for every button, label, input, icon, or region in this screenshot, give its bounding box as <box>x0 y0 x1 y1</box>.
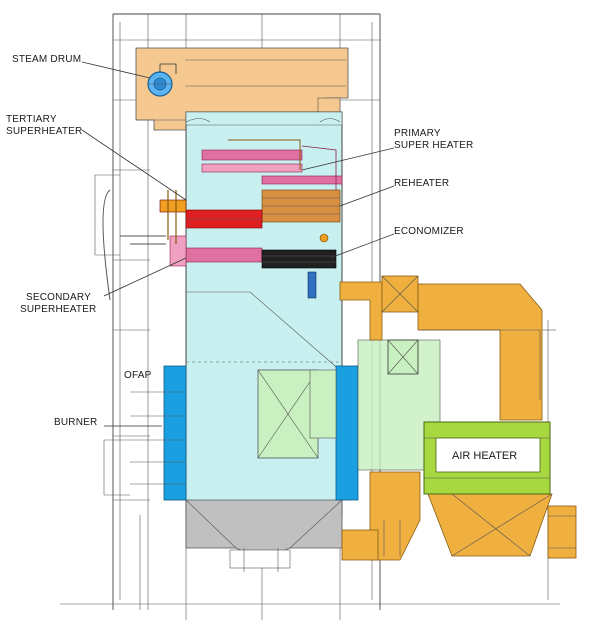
label-primary-1: PRIMARY <box>394 128 441 139</box>
label-air-heater: AIR HEATER <box>452 450 517 462</box>
label-steam-drum: STEAM DRUM <box>12 54 81 65</box>
label-tertiary-2: SUPERHEATER <box>6 126 82 137</box>
label-ofap: OFAP <box>124 370 152 381</box>
label-primary-2: SUPER HEATER <box>394 140 473 151</box>
label-economizer: ECONOMIZER <box>394 226 464 237</box>
label-tertiary-1: TERTIARY <box>6 114 57 125</box>
label-secondary-1: SECONDARY <box>26 292 91 303</box>
steam-drum <box>147 63 177 97</box>
burner-panels <box>130 365 359 501</box>
labels: STEAM DRUM TERTIARY SUPERHEATER PRIMARY … <box>6 54 517 462</box>
windbox <box>257 339 441 471</box>
leader-lines <box>81 61 395 427</box>
label-reheater: REHEATER <box>394 178 449 189</box>
tube-banks <box>102 139 343 301</box>
label-burner: BURNER <box>54 417 97 428</box>
label-secondary-2: SUPERHEATER <box>20 304 96 315</box>
air-ducts <box>339 275 577 561</box>
roof-duct <box>135 47 349 131</box>
air-heater <box>423 421 551 495</box>
